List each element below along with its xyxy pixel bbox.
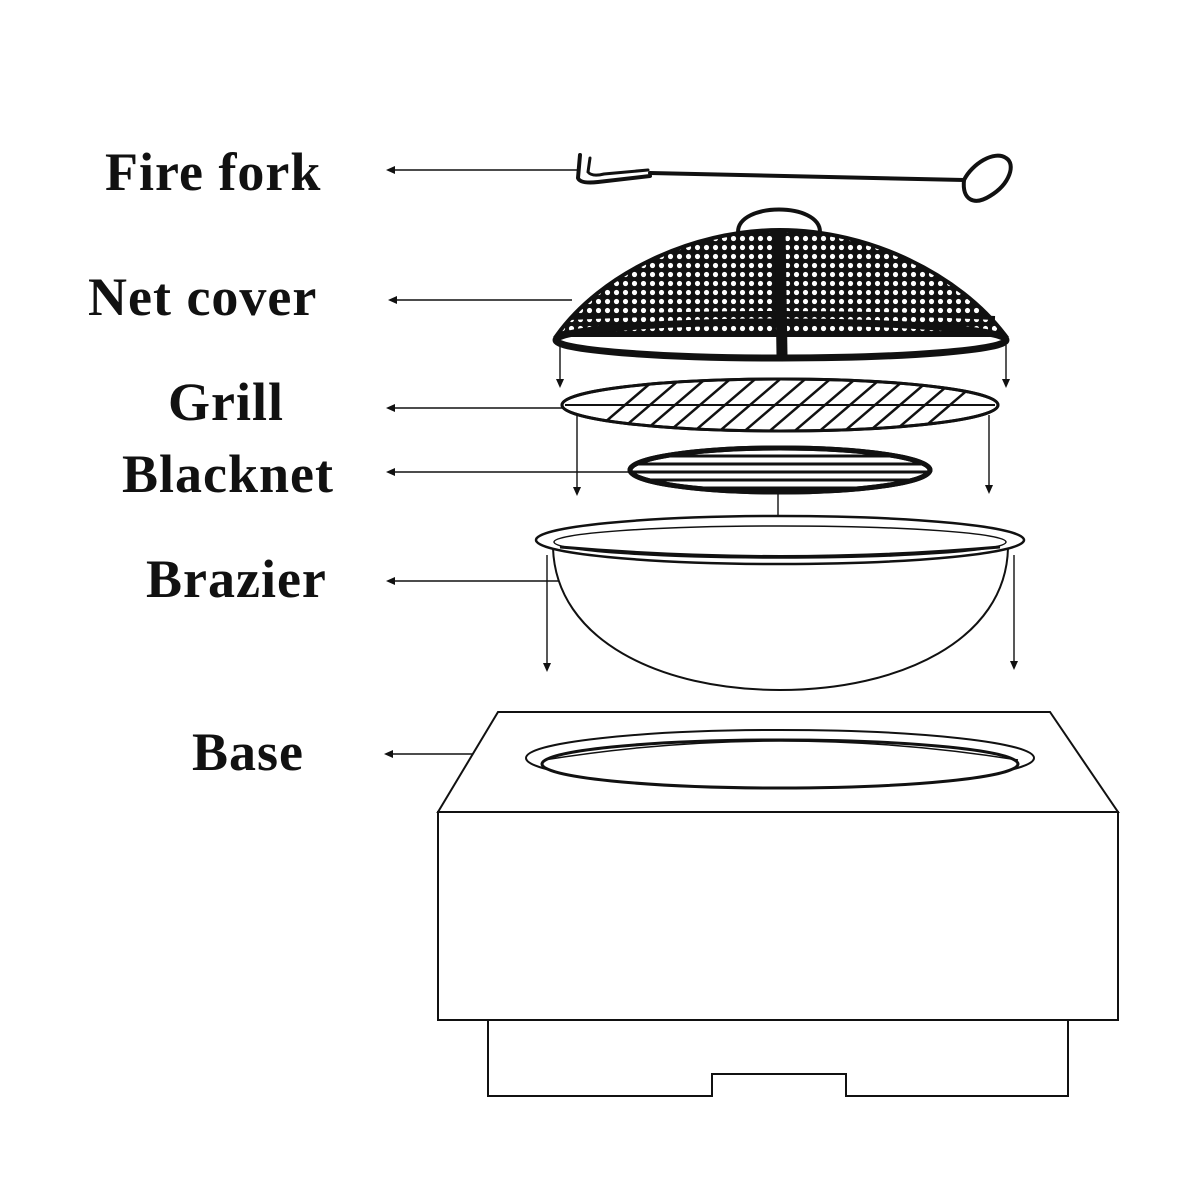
- label-grill: Grill: [168, 372, 284, 432]
- base-illustration: [438, 712, 1118, 1096]
- grill-illustration: [562, 375, 998, 435]
- leader-lines: [388, 170, 630, 754]
- brazier-illustration: [536, 516, 1024, 690]
- label-fire-fork: Fire fork: [105, 142, 321, 202]
- net-cover-illustration: [556, 210, 1006, 359]
- label-net-cover: Net cover: [88, 267, 317, 327]
- label-brazier: Brazier: [146, 549, 327, 609]
- blacknet-illustration: [620, 448, 940, 492]
- fire-fork-illustration: [578, 155, 1011, 201]
- label-base: Base: [192, 722, 304, 782]
- label-blacknet: Blacknet: [122, 444, 334, 504]
